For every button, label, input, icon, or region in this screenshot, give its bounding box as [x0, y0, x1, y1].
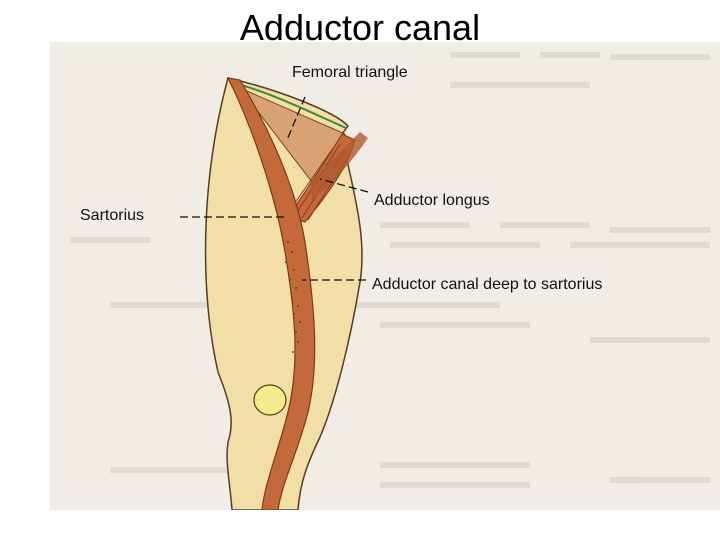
leader-adductor-longus: [319, 178, 369, 193]
background-show-through: [70, 52, 710, 488]
medial-muscle-patch: [310, 132, 368, 200]
label-adductor-longus: Adductor longus: [374, 192, 490, 209]
anatomy-figure: Femoral triangle Adductor longus Sartori…: [50, 42, 720, 510]
patella: [253, 384, 287, 416]
anatomy-drawing: [70, 52, 710, 510]
leader-lines: [180, 96, 369, 281]
label-adductor-canal: Adductor canal deep to sartorius: [372, 276, 603, 293]
sartorius-muscle: [226, 77, 316, 510]
adductor-canal-stipple: [285, 241, 301, 353]
label-sartorius: Sartorius: [80, 207, 145, 224]
label-femoral-triangle: Femoral triangle: [292, 64, 408, 81]
leader-femoral-triangle: [286, 96, 306, 141]
slide-title: Adductor canal: [239, 7, 481, 48]
